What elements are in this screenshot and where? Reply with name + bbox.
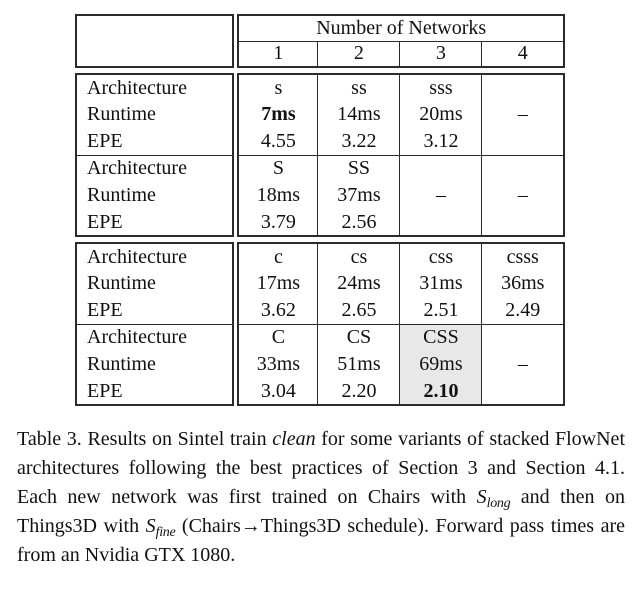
table-cell: 2.20 xyxy=(317,378,400,405)
table-cell: 3.12 xyxy=(399,128,482,155)
table-cell: 24ms xyxy=(317,270,400,297)
table-cell: 4.55 xyxy=(260,129,296,152)
math-symbol-s-fine: S xyxy=(145,515,156,537)
table-cell: 51ms xyxy=(317,351,400,378)
table-cell: 3.22 xyxy=(317,128,400,155)
table-cell: 2.51 xyxy=(399,297,482,324)
table-cell: s xyxy=(274,76,283,99)
row-label: Architecture xyxy=(76,243,240,270)
table-cell: 2.65 xyxy=(317,297,400,324)
table-cell: – xyxy=(481,101,564,128)
table-cell: 3.79 xyxy=(260,210,296,233)
table-cell: c xyxy=(273,245,283,268)
results-table: Number of Networks 1 2 3 4 Architecture … xyxy=(75,14,567,406)
table-cell: 17ms xyxy=(256,272,301,294)
table-caption: Table 3. Results on Sintel train clean f… xyxy=(17,425,625,570)
table-body-large-networks: Architecture c cs css csss Runtime 17ms … xyxy=(75,242,565,406)
table-cell xyxy=(481,74,564,101)
table-cell: 18ms xyxy=(256,184,301,206)
caption-text: (Chairs→Things3D schedule). Forward pass… xyxy=(17,515,625,566)
row-label: EPE xyxy=(76,128,240,155)
table-cell: – xyxy=(399,182,482,209)
caption-text: for some variants of stacked FlowNet arc… xyxy=(17,428,625,508)
caption-text: Table 3. Results on Sintel train xyxy=(17,428,273,450)
col-header-3: 3 xyxy=(399,40,482,67)
table-cell: 33ms xyxy=(256,353,301,375)
table-cell: 20ms xyxy=(399,101,482,128)
corner-empty-cell xyxy=(76,15,240,67)
table-cell xyxy=(481,378,564,405)
row-label: EPE xyxy=(76,378,240,405)
table-cell xyxy=(399,154,482,182)
table-cell: 3.04 xyxy=(260,379,296,402)
table-cell: ss xyxy=(317,74,400,101)
table-cell: 36ms xyxy=(481,270,564,297)
table-cell: 2.49 xyxy=(481,297,564,324)
table-cell: – xyxy=(481,351,564,378)
table-cell: C xyxy=(235,323,318,351)
table-cell-highlighted: CSS xyxy=(399,323,482,351)
table-cell xyxy=(481,209,564,236)
row-label: Runtime xyxy=(76,182,240,209)
row-label: Runtime xyxy=(76,351,240,378)
math-subscript-fine: fine xyxy=(155,525,176,540)
table-cell: 3.62 xyxy=(260,298,296,321)
caption-italic-clean: clean xyxy=(272,428,316,450)
table-cell: sss xyxy=(399,74,482,101)
row-label: Architecture xyxy=(76,323,240,351)
table-cell: css xyxy=(399,243,482,270)
table-cell xyxy=(399,209,482,236)
row-label: Architecture xyxy=(76,74,240,101)
row-label: Runtime xyxy=(76,101,240,128)
col-header-4: 4 xyxy=(481,40,564,67)
table-cell: csss xyxy=(481,243,564,270)
table-cell: S xyxy=(235,154,318,182)
math-subscript-long: long xyxy=(486,496,511,511)
math-symbol-s-long: S xyxy=(476,486,487,508)
table-cell: 2.56 xyxy=(317,209,400,236)
col-header-1: 1 xyxy=(235,40,318,67)
table-cell: CS xyxy=(317,323,400,351)
paper-page: Number of Networks 1 2 3 4 Architecture … xyxy=(0,14,642,616)
row-label: EPE xyxy=(76,297,240,324)
table-body-small-networks: Architecture s ss sss Runtime 7ms 14ms 2… xyxy=(75,73,565,237)
row-label: Architecture xyxy=(76,154,240,182)
group-header-cell: Number of Networks xyxy=(316,16,487,39)
table-cell: 14ms xyxy=(317,101,400,128)
table-cell: – xyxy=(481,182,564,209)
table-header-box: Number of Networks 1 2 3 4 xyxy=(75,14,565,68)
table-cell: 31ms xyxy=(399,270,482,297)
table-cell xyxy=(481,128,564,155)
table-cell-best-epe: 2.10 xyxy=(399,378,482,405)
table-cell xyxy=(481,323,564,351)
row-label: Runtime xyxy=(76,270,240,297)
table-cell-highlighted: 69ms xyxy=(399,351,482,378)
table-cell-best-runtime: 7ms xyxy=(261,103,296,125)
table-cell xyxy=(481,154,564,182)
table-cell: SS xyxy=(317,154,400,182)
caption-text: and then on Things3D with xyxy=(17,486,626,537)
table-cell: 37ms xyxy=(317,182,400,209)
row-label: EPE xyxy=(76,209,240,236)
col-header-2: 2 xyxy=(317,40,400,67)
table-cell: cs xyxy=(317,243,400,270)
